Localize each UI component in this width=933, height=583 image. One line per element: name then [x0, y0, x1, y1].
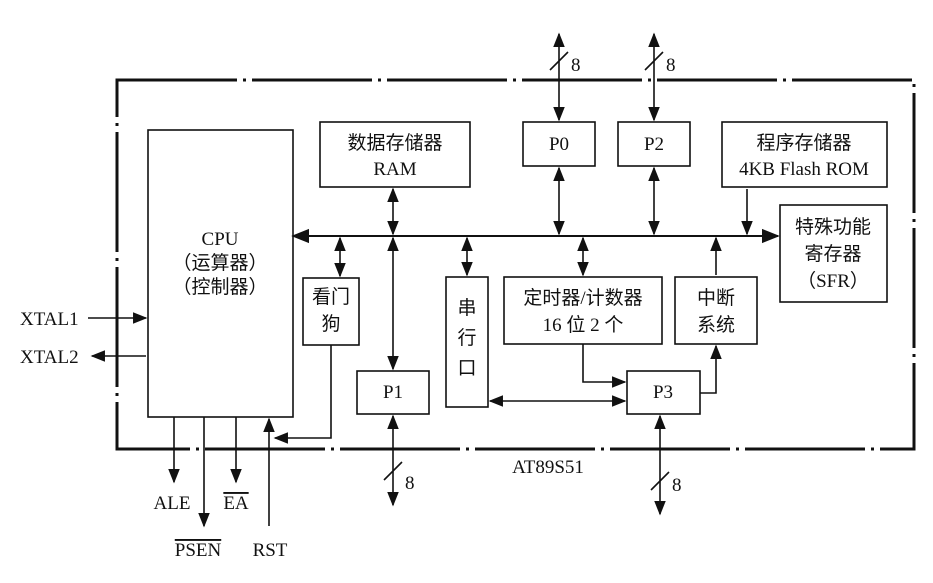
timer-label-1: 定时器/计数器 — [523, 287, 642, 309]
cpu-alu-label: （运算器） — [172, 252, 267, 274]
interrupt-label-2: 系统 — [697, 314, 735, 336]
ram-label-cn: 数据存储器 — [347, 132, 442, 154]
sfr-block: 特殊功能 寄存器 （SFR） — [779, 204, 888, 303]
serial-label-2: 行 — [457, 327, 476, 349]
p3-port-block: P3 — [626, 370, 701, 415]
p1-width-slash — [383, 461, 403, 481]
watchdog-block: 看门 狗 — [302, 277, 360, 346]
timer-counter-block: 定时器/计数器 16 位 2 个 — [503, 276, 663, 345]
chip-label: AT89S51 — [512, 457, 584, 478]
ea-label: EA — [223, 493, 249, 514]
interrupt-system-block: 中断 系统 — [674, 276, 758, 345]
serial-port-block: 串 行 口 — [445, 276, 489, 408]
serial-label-3: 口 — [457, 358, 476, 379]
p0-label: P0 — [549, 134, 569, 155]
p0-port-block: P0 — [522, 121, 596, 167]
rom-label-en: 4KB Flash ROM — [739, 159, 869, 180]
p3-interrupt-line — [700, 344, 722, 394]
rom-block: 程序存储器 4KB Flash ROM — [721, 121, 888, 188]
p2-label: P2 — [644, 134, 664, 155]
p2-width-label: 8 — [666, 55, 676, 76]
sfr-label-2: 寄存器 — [804, 243, 861, 265]
ram-label-en: RAM — [373, 159, 416, 180]
cpu-label: CPU — [202, 229, 239, 250]
rst-label: RST — [253, 540, 288, 561]
sfr-label-3: （SFR） — [797, 270, 869, 292]
timer-label-2: 16 位 2 个 — [543, 314, 624, 336]
chip-boundary — [115, 78, 916, 451]
watchdog-label-1: 看门 — [312, 286, 350, 308]
p2-port-block: P2 — [617, 121, 691, 167]
watchdog-reset-line — [273, 345, 332, 444]
xtal1-label: XTAL1 — [20, 309, 79, 330]
serial-label-1: 串 — [457, 297, 476, 319]
p1-label: P1 — [383, 382, 403, 403]
p0-width-slash — [549, 51, 569, 71]
interrupt-label-1: 中断 — [697, 287, 735, 309]
p1-width-label: 8 — [405, 473, 415, 494]
p2-width-slash — [644, 51, 664, 71]
timer-p3-line — [582, 344, 627, 388]
p1-port-block: P1 — [356, 370, 430, 415]
ram-block: 数据存储器 RAM — [319, 121, 471, 188]
cpu-controller-label: （控制器） — [172, 276, 267, 298]
p3-width-label: 8 — [672, 475, 682, 496]
p0-width-label: 8 — [571, 55, 581, 76]
p3-width-slash — [650, 471, 670, 491]
ale-label: ALE — [154, 493, 191, 514]
xtal2-label: XTAL2 — [20, 347, 79, 368]
psen-label: PSEN — [175, 540, 222, 561]
sfr-label-1: 特殊功能 — [795, 216, 871, 238]
watchdog-label-2: 狗 — [321, 313, 340, 335]
p3-label: P3 — [653, 382, 673, 403]
cpu-block: CPU （运算器） （控制器） — [147, 129, 294, 418]
rom-label-cn: 程序存储器 — [756, 132, 851, 154]
